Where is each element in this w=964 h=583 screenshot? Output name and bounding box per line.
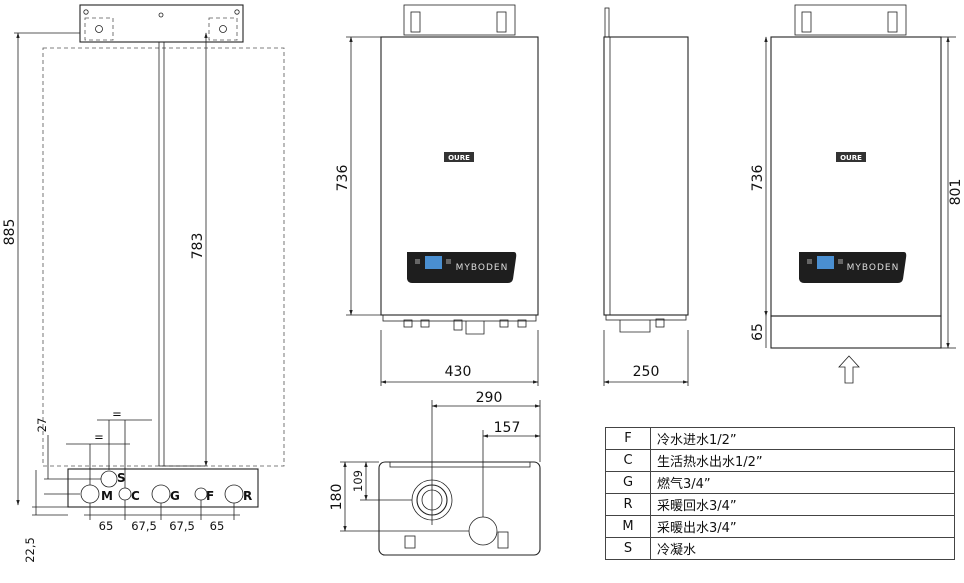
- dim-bottom-depth: 180: [329, 484, 345, 511]
- legend-description: 冷凝水: [650, 537, 955, 560]
- dim-mount-height: 783: [190, 233, 206, 260]
- side-view: 250: [603, 7, 689, 386]
- legend-description: 冷水进水1/2”: [650, 427, 955, 450]
- bottom-view: 290 157 180 109: [329, 390, 541, 556]
- dim-offset-top: 27: [35, 418, 49, 433]
- up-arrow-icon: [838, 355, 860, 384]
- dim-bottom-cover: 65: [750, 323, 766, 341]
- legend-description: 采暖回水3/4”: [650, 493, 955, 516]
- connection-label-g: G: [170, 489, 180, 503]
- label-condensate: S: [117, 471, 126, 485]
- dim-overall-height: 885: [2, 219, 18, 246]
- legend-description: 采暖出水3/4”: [650, 515, 955, 538]
- dim-spacing-1: 65: [99, 519, 114, 533]
- cover-view: OURE MYBODEN 736 65 801: [750, 4, 964, 384]
- connection-label-f: F: [206, 489, 214, 503]
- connection-label-m: M: [101, 489, 113, 503]
- legend-code: F: [605, 427, 651, 450]
- connection-label-r: R: [243, 489, 252, 503]
- equal-mark-1: =: [112, 407, 122, 421]
- front-view: OURE MYBODEN 736 430: [335, 4, 539, 386]
- condensate-circle: [100, 470, 118, 488]
- wall-bracket: [79, 4, 244, 43]
- dim-total-height: 801: [948, 179, 964, 206]
- dim-offset-bottom: 22,5: [23, 537, 37, 563]
- legend-description: 燃气3/4”: [650, 471, 955, 494]
- connection-plate: [67, 468, 259, 508]
- bottom-cover: [770, 315, 942, 349]
- dim-bottom-offset: 157: [494, 420, 521, 436]
- legend-code: R: [605, 493, 651, 516]
- mounting-template-view: 885 783 S M C G F R = = 27 22,5: [2, 4, 285, 563]
- legend-code: M: [605, 515, 651, 538]
- dim-spacing-4: 65: [210, 519, 225, 533]
- dim-front-width: 430: [445, 364, 472, 380]
- bottom-body: [378, 461, 541, 556]
- brand-front: MYBODEN: [456, 263, 509, 273]
- side-body: [603, 36, 689, 316]
- dim-center-depth: 109: [351, 470, 365, 492]
- dim-rear-height: 736: [750, 165, 766, 192]
- boiler-outline: [42, 47, 285, 467]
- logo-rear: OURE: [840, 154, 862, 162]
- legend-code: G: [605, 471, 651, 494]
- legend-code: S: [605, 537, 651, 560]
- dim-spacing-3: 67,5: [169, 519, 195, 533]
- dim-side-depth: 250: [633, 364, 660, 380]
- brand-rear: MYBODEN: [847, 263, 900, 273]
- legend-description: 生活热水出水1/2”: [650, 449, 955, 472]
- connection-label-c: C: [131, 489, 140, 503]
- legend-code: C: [605, 449, 651, 472]
- equal-mark-2: =: [94, 430, 104, 444]
- dim-bottom-width: 290: [476, 390, 503, 406]
- dim-front-height: 736: [335, 165, 351, 192]
- logo-front: OURE: [448, 154, 470, 162]
- dim-spacing-2: 67,5: [131, 519, 157, 533]
